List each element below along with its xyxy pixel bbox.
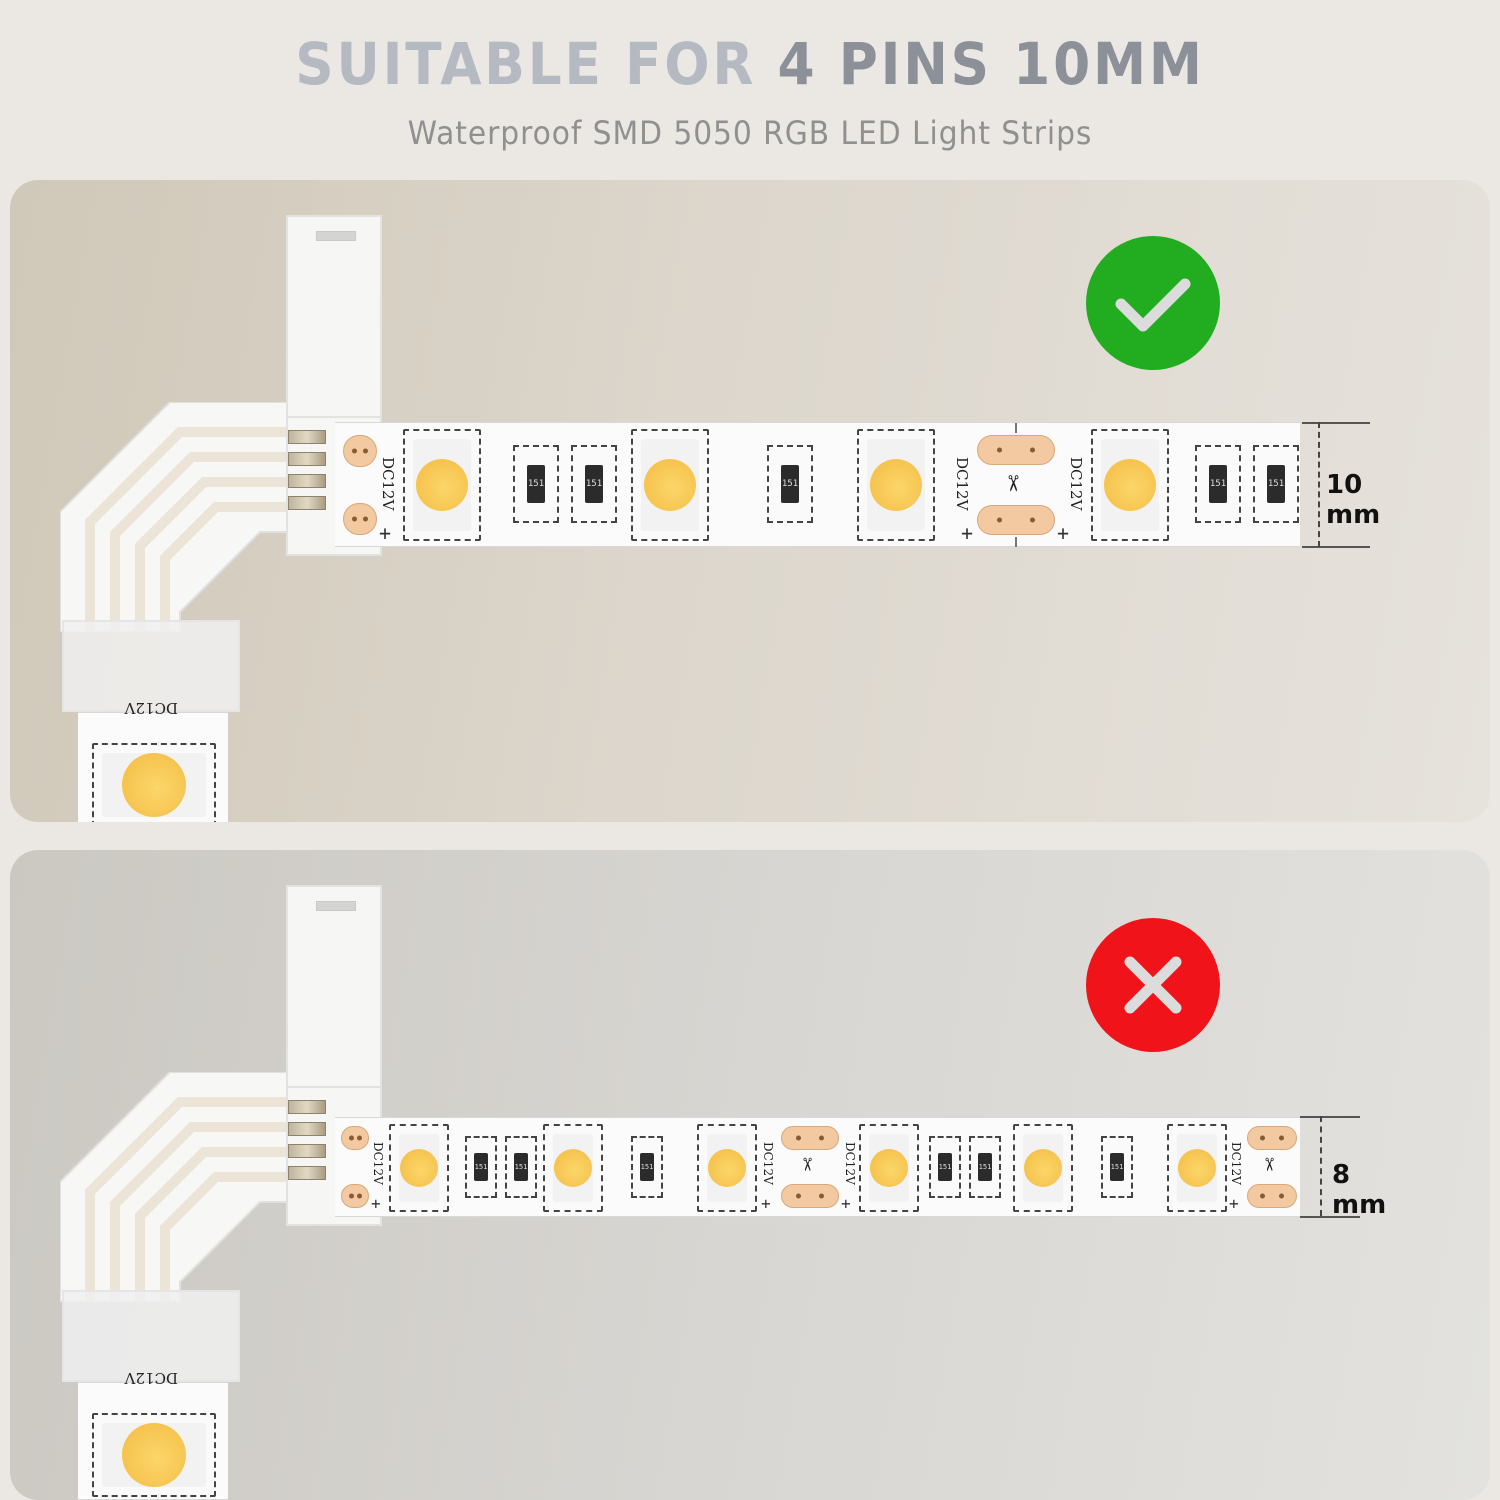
resistor: 151 [465,1136,497,1198]
check-icon [1086,236,1220,370]
scissors-icon: ✂ [999,474,1025,493]
page-subtitle: Waterproof SMD 5050 RGB LED Light Strips [407,114,1093,152]
connector-foot-clip[interactable] [62,620,240,712]
connector-foot-clip[interactable] [62,1290,240,1382]
led-chip [857,429,935,541]
strip-marking: DC12V [1067,457,1085,511]
connector-clip-lid[interactable] [286,215,382,425]
led-chip [1013,1124,1073,1212]
resistor: 151 [1195,445,1241,523]
solder-pad [781,1184,839,1208]
scissors-icon: ✂ [1258,1156,1280,1173]
cross-icon [1086,918,1220,1052]
width-label: 10 mm [1326,470,1381,530]
resistor: 151 [1101,1136,1133,1198]
led-chip [389,1124,449,1212]
led-chip [92,743,216,822]
resistor: 151 [571,445,617,523]
led-strip-8mm: DC12V + 151 151 151 DC12V + ✂ DC12V + 15… [335,1117,1300,1217]
strip-marking: DC12V [1229,1142,1243,1185]
solder-pad [781,1126,839,1150]
plus-sign: + [1057,521,1070,545]
connector-bend [60,402,360,632]
led-chip [543,1124,603,1212]
led-chip [859,1124,919,1212]
compatible-panel: DC12V DC12V + 151 151 151 DC12V + ✂ DC12… [10,180,1490,822]
led-chip [403,429,481,541]
solder-pad [977,505,1055,535]
foot-strip: DC12V [78,1369,228,1500]
led-chip [631,429,709,541]
foot-marking: DC12V [124,1369,178,1387]
plus-sign: + [961,521,974,545]
strip-marking: DC12V [371,1142,385,1185]
page-title: SUITABLE FOR 4 PINS 10MM [60,30,1440,98]
plus-sign: + [841,1194,851,1213]
led-chip [92,1413,216,1497]
resistor: 151 [1253,445,1299,523]
title-part-dark: 4 PINS 10MM [777,30,1205,98]
incompatible-panel: DC12V DC12V + 151 151 151 DC12V + ✂ DC12… [10,850,1490,1500]
resistor: 151 [513,445,559,523]
width-label: 8 mm [1332,1160,1387,1220]
strip-marking: DC12V [379,457,397,511]
led-strip-10mm: DC12V + 151 151 151 DC12V + ✂ DC12V + 15… [335,422,1300,547]
resistor: 151 [767,445,813,523]
plus-sign: + [379,521,392,545]
connector-bend [60,1072,360,1302]
plus-sign: + [1229,1194,1239,1213]
resistor: 151 [969,1136,1001,1198]
strip-marking: DC12V [843,1142,857,1185]
strip-marking: DC12V [761,1142,775,1185]
led-chip [1091,429,1169,541]
resistor: 151 [929,1136,961,1198]
cut-line [1015,423,1017,433]
strip-marking: DC12V [953,457,971,511]
foot-strip: DC12V [78,699,228,822]
title-part-light: SUITABLE FOR [295,30,778,98]
led-chip [697,1124,757,1212]
plus-sign: + [761,1194,771,1213]
led-chip [1167,1124,1227,1212]
scissors-icon: ✂ [796,1156,818,1173]
resistor: 151 [631,1136,663,1198]
solder-pad [1247,1126,1297,1150]
solder-pad [1247,1184,1297,1208]
resistor: 151 [505,1136,537,1198]
solder-pad [977,435,1055,465]
cut-line [1015,537,1017,547]
plus-sign: + [371,1194,381,1213]
foot-marking: DC12V [124,699,178,717]
connector-clip-lid[interactable] [286,885,382,1095]
